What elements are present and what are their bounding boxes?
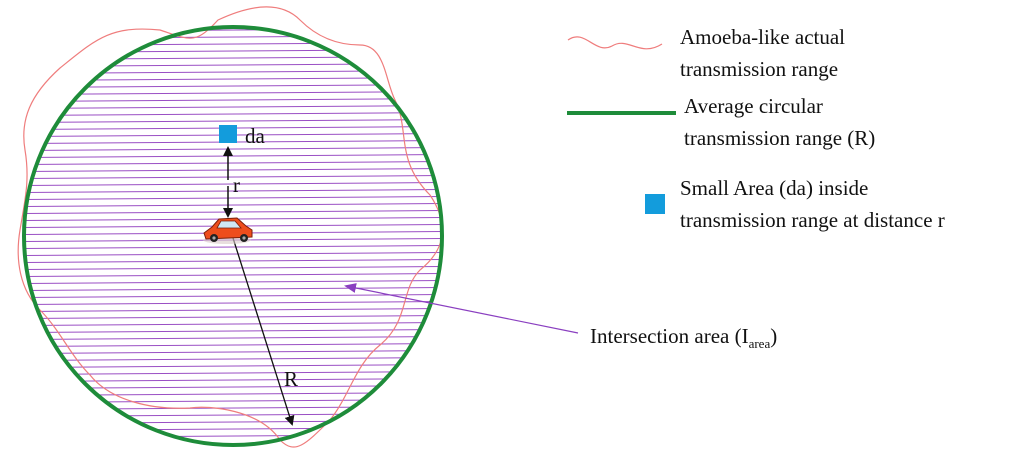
- distance-r-label: r: [233, 173, 240, 197]
- hatch-line: [24, 189, 442, 193]
- small-area-label: da: [245, 124, 266, 148]
- intersection-label-subscript: area: [749, 336, 771, 351]
- hatch-line: [24, 252, 442, 256]
- hatch-line: [24, 399, 442, 403]
- hatch-line: [24, 322, 442, 326]
- hatch-line: [24, 427, 442, 431]
- hatch-line: [24, 42, 442, 46]
- legend-average-line2: transmission range (R): [684, 126, 875, 150]
- hatch-line: [24, 336, 442, 340]
- hatch-line: [24, 259, 442, 263]
- hatch-line: [24, 119, 442, 123]
- radius-r-arrow: [232, 237, 295, 426]
- hatch-line: [24, 294, 442, 298]
- legend-average-line1: Average circular: [684, 94, 823, 118]
- hatch-line: [24, 308, 442, 312]
- hatch-line: [24, 329, 442, 333]
- hatch-line: [24, 70, 442, 74]
- hatch-line: [24, 350, 442, 354]
- intersection-pointer-arrow: [344, 283, 579, 334]
- hatch-line: [24, 315, 442, 319]
- hatch-line: [24, 371, 442, 375]
- hatch-line: [24, 56, 442, 60]
- small-area-square: [219, 125, 237, 143]
- hatch-line: [24, 245, 442, 249]
- legend-amoeba-line2: transmission range: [680, 57, 838, 81]
- intersection-area-label: Intersection area (Iarea): [590, 324, 777, 351]
- hatch-line: [24, 105, 442, 109]
- radius-label: R: [284, 367, 298, 391]
- hatch-line: [24, 266, 442, 270]
- hatch-line: [24, 35, 442, 39]
- hatch-line: [24, 77, 442, 81]
- legend-small-area-swatch: [645, 194, 665, 214]
- hatch-line: [24, 343, 442, 347]
- intersection-label-main: Intersection area (I: [590, 324, 749, 348]
- legend: Amoeba-like actual transmission range Av…: [567, 25, 945, 232]
- hatch-line: [24, 357, 442, 361]
- hatch-line: [24, 210, 442, 214]
- hatch-line: [24, 91, 442, 95]
- hatch-line: [24, 392, 442, 396]
- hatch-line: [24, 434, 442, 438]
- amoeba-range-curve: [17, 6, 443, 448]
- hatch-line: [24, 413, 442, 417]
- hatch-line: [24, 112, 442, 116]
- car-icon: [203, 217, 253, 244]
- hatch-line: [24, 273, 442, 277]
- hatch-line: [24, 364, 442, 368]
- hatch-line: [24, 84, 442, 88]
- hatch-line: [24, 147, 442, 151]
- hatch-line: [24, 203, 442, 207]
- hatch-line: [24, 154, 442, 158]
- hatch-line: [24, 63, 442, 67]
- intersection-label-close: ): [770, 324, 777, 348]
- hatch-line: [24, 280, 442, 284]
- hatch-line: [24, 182, 442, 186]
- hatch-line: [24, 301, 442, 305]
- hatch-line: [24, 287, 442, 291]
- hatch-line: [24, 98, 442, 102]
- hatch-line: [24, 175, 442, 179]
- hatch-line: [24, 420, 442, 424]
- legend-small-area-line1: Small Area (da) inside: [680, 176, 868, 200]
- hatch-line: [24, 168, 442, 172]
- hatch-line: [24, 406, 442, 410]
- legend-amoeba-line1: Amoeba-like actual: [680, 25, 845, 49]
- average-range-circle: [22, 25, 444, 447]
- hatch-line: [24, 161, 442, 165]
- legend-small-area-line2: transmission range at distance r: [680, 208, 945, 232]
- legend-amoeba-swatch: [567, 36, 663, 50]
- hatch-line: [24, 378, 442, 382]
- hatch-line: [24, 196, 442, 200]
